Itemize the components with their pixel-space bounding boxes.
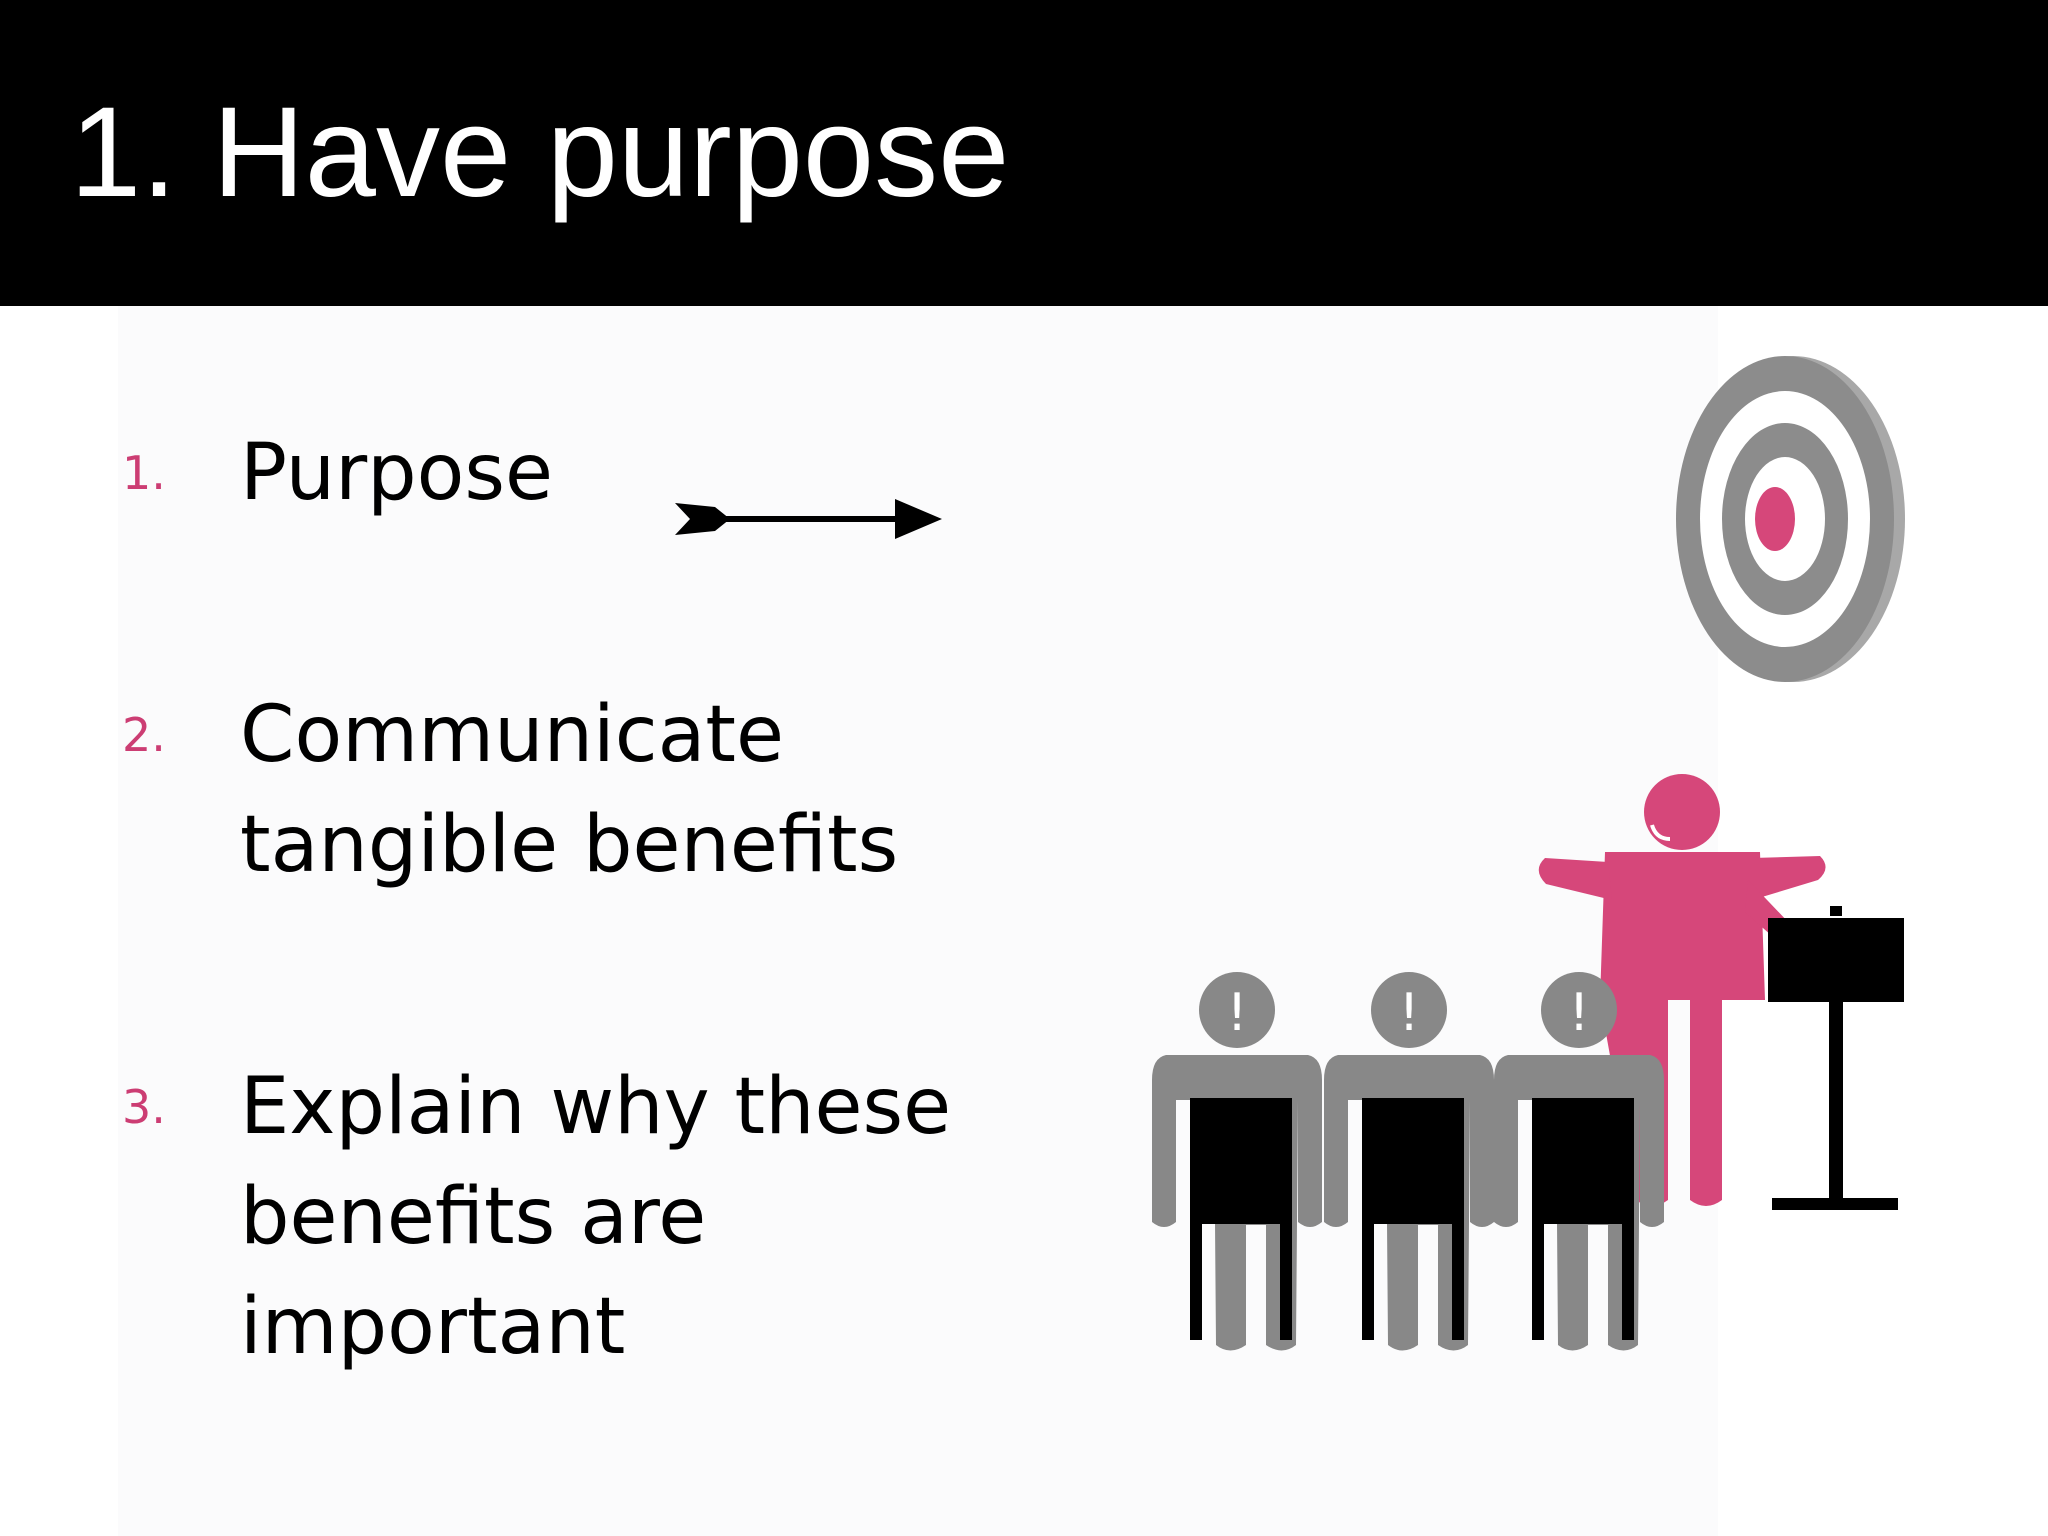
list-item-line: Explain why these	[240, 1062, 952, 1152]
slide-title: 1. Have purpose	[70, 81, 1010, 224]
list-item-number: 1.	[122, 446, 166, 500]
list-item-line: benefits are	[240, 1172, 707, 1262]
list-item-number: 3.	[122, 1080, 166, 1134]
audience-person-icon: !	[1324, 972, 1494, 1351]
list-item-text: Purpose	[240, 418, 980, 528]
list-item-text: Communicate tangible benefits	[240, 680, 980, 900]
podium-icon	[1768, 906, 1904, 1210]
list-item-number: 2.	[122, 708, 166, 762]
exclamation-mark: !	[1569, 983, 1590, 1043]
audience-person-icon: !	[1152, 972, 1322, 1351]
list-item-line: Purpose	[240, 428, 554, 518]
exclamation-mark: !	[1399, 983, 1420, 1043]
list-item-line: important	[240, 1282, 626, 1372]
audience-person-icon: !	[1494, 972, 1664, 1351]
list-item-line: tangible benefits	[240, 800, 899, 890]
arrow-icon	[675, 499, 942, 539]
exclamation-mark: !	[1227, 983, 1248, 1043]
list-item-text: Explain why these benefits are important	[240, 1052, 980, 1382]
title-bar: 1. Have purpose	[0, 0, 2048, 306]
list-item-line: Communicate	[240, 690, 784, 780]
target-icon	[1676, 356, 1905, 682]
